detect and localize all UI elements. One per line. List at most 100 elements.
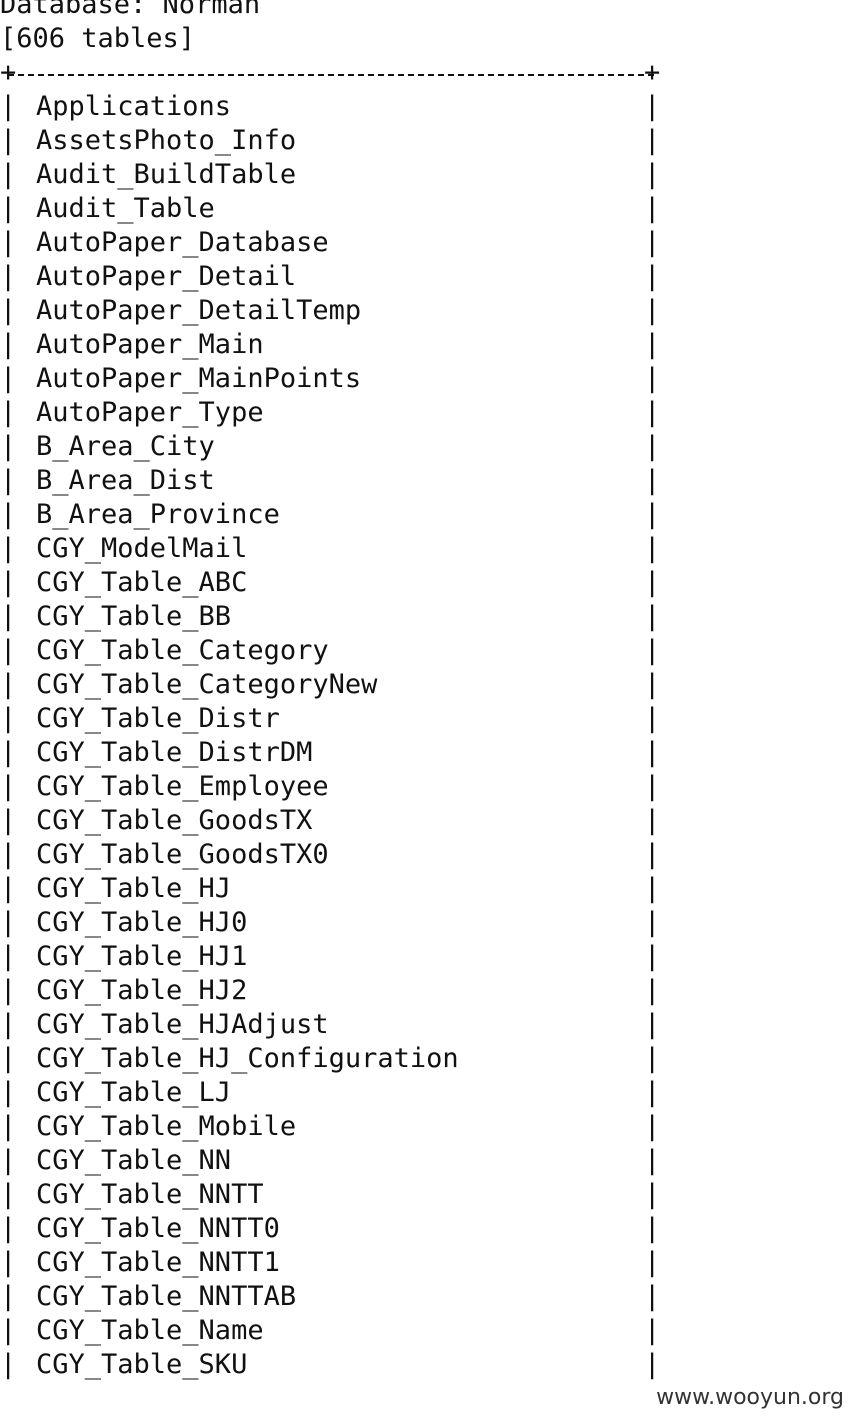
row-pipe-left: | <box>0 907 17 938</box>
row-pipe-right: | <box>644 1281 661 1312</box>
table-row: |AutoPaper_Type| <box>0 396 854 430</box>
row-pipe-left: | <box>0 703 17 734</box>
table-name: CGY_Table_NNTT <box>36 1179 264 1210</box>
row-pipe-right: | <box>644 465 661 496</box>
row-pipe-left: | <box>0 159 17 190</box>
row-pipe-right: | <box>644 737 661 768</box>
row-pipe-right: | <box>644 227 661 258</box>
row-pipe-left: | <box>0 1247 17 1278</box>
table-row: |CGY_Table_HJ_Configuration| <box>0 1042 854 1076</box>
table-name: AutoPaper_Database <box>36 227 329 258</box>
table-name: CGY_Table_Distr <box>36 703 280 734</box>
table-name: CGY_Table_HJAdjust <box>36 1009 329 1040</box>
row-pipe-left: | <box>0 261 17 292</box>
table-name: CGY_Table_NNTT1 <box>36 1247 280 1278</box>
row-pipe-left: | <box>0 227 17 258</box>
table-row: | CGY_Table_Distr | <box>0 702 854 736</box>
table-row: |CGY_Table_NNTT| <box>0 1178 854 1212</box>
table-name: CGY_Table_HJ1 <box>36 941 248 972</box>
table-row: |CGY_Table_LJ| <box>0 1076 854 1110</box>
table-name: CGY_Table_SKU <box>36 1349 248 1380</box>
row-pipe-left: | <box>0 465 17 496</box>
table-name: CGY_Table_NN <box>36 1145 232 1176</box>
table-row: | AutoPaper_Main | <box>0 328 854 362</box>
table-name: CGY_Table_HJ0 <box>36 907 248 938</box>
row-pipe-right: | <box>644 1349 661 1380</box>
table-name: B_Area_Province <box>36 499 280 530</box>
table-name: CGY_Table_NNTT0 <box>36 1213 280 1244</box>
row-pipe-right: | <box>644 567 661 598</box>
row-pipe-right: | <box>644 1145 661 1176</box>
row-pipe-right: | <box>644 1315 661 1346</box>
row-pipe-left: | <box>0 635 17 666</box>
row-pipe-left: | <box>0 295 17 326</box>
border-rule <box>8 74 654 76</box>
table-row: |CGY_Table_SKU| <box>0 1348 854 1382</box>
row-pipe-right: | <box>644 193 661 224</box>
table-row: | CGY_Table_CategoryNew | <box>0 668 854 702</box>
table-name: AssetsPhoto_Info <box>36 125 297 156</box>
row-pipe-left: | <box>0 363 17 394</box>
table-row: |CGY_Table_HJAdjust| <box>0 1008 854 1042</box>
row-pipe-left: | <box>0 941 17 972</box>
table-list: |Applications||AssetsPhoto_Info||Audit_B… <box>0 90 854 1382</box>
row-pipe-right: | <box>644 873 661 904</box>
table-row: |CGY_Table_HJ| <box>0 872 854 906</box>
row-pipe-left: | <box>0 601 17 632</box>
table-name: AutoPaper_Main <box>36 329 264 360</box>
row-pipe-left: | <box>0 1145 17 1176</box>
border-corner-left: + <box>0 57 17 88</box>
row-pipe-right: | <box>644 771 661 802</box>
row-pipe-right: | <box>644 703 661 734</box>
table-name: CGY_Table_Name <box>36 1315 264 1346</box>
table-row: | CGY_Table_Mobile | <box>0 1110 854 1144</box>
table-row: |Audit_BuildTable| <box>0 158 854 192</box>
table-name: CGY_Table_GoodsTX0 <box>36 839 329 870</box>
border-corner-right: + <box>644 57 661 88</box>
table-name: CGY_ModelMail <box>36 533 248 564</box>
table-row: |Applications| <box>0 90 854 124</box>
table-name: CGY_Table_BB <box>36 601 232 632</box>
row-pipe-left: | <box>0 125 17 156</box>
table-name: CGY_Table_Employee <box>36 771 329 802</box>
table-row: |B_Area_Province| <box>0 498 854 532</box>
row-pipe-right: | <box>644 839 661 870</box>
row-pipe-left: | <box>0 499 17 530</box>
row-pipe-right: | <box>644 1247 661 1278</box>
row-pipe-left: | <box>0 567 17 598</box>
row-pipe-left: | <box>0 1111 17 1142</box>
row-pipe-left: | <box>0 771 17 802</box>
row-pipe-left: | <box>0 329 17 360</box>
row-pipe-left: | <box>0 737 17 768</box>
row-pipe-left: | <box>0 1281 17 1312</box>
row-pipe-right: | <box>644 329 661 360</box>
table-row: |CGY_Table_DistrDM| <box>0 736 854 770</box>
row-pipe-right: | <box>644 975 661 1006</box>
table-row: |CGY_Table_NNTT0| <box>0 1212 854 1246</box>
table-row: |AssetsPhoto_Info| <box>0 124 854 158</box>
table-name: CGY_Table_HJ_Configuration <box>36 1043 459 1074</box>
row-pipe-right: | <box>644 1111 661 1142</box>
table-row: |CGY_Table_Category| <box>0 634 854 668</box>
row-pipe-left: | <box>0 1315 17 1346</box>
row-pipe-right: | <box>644 669 661 700</box>
table-name: CGY_Table_CategoryNew <box>36 669 378 700</box>
row-pipe-left: | <box>0 193 17 224</box>
row-pipe-right: | <box>644 261 661 292</box>
table-row: |CGY_Table_ABC| <box>0 566 854 600</box>
row-pipe-left: | <box>0 397 17 428</box>
row-pipe-left: | <box>0 1213 17 1244</box>
row-pipe-left: | <box>0 1077 17 1108</box>
table-row: |AutoPaper_MainPoints| <box>0 362 854 396</box>
terminal-output: Database: Norman [606 tables] + + |Appli… <box>0 0 854 1382</box>
row-pipe-left: | <box>0 669 17 700</box>
row-pipe-right: | <box>644 635 661 666</box>
row-pipe-right: | <box>644 295 661 326</box>
table-row: | CGY_Table_Employee | <box>0 770 854 804</box>
table-name: AutoPaper_DetailTemp <box>36 295 362 326</box>
table-name: CGY_Table_Mobile <box>36 1111 297 1142</box>
row-pipe-right: | <box>644 431 661 462</box>
table-row: |CGY_Table_HJ2| <box>0 974 854 1008</box>
row-pipe-right: | <box>644 1179 661 1210</box>
row-pipe-left: | <box>0 975 17 1006</box>
